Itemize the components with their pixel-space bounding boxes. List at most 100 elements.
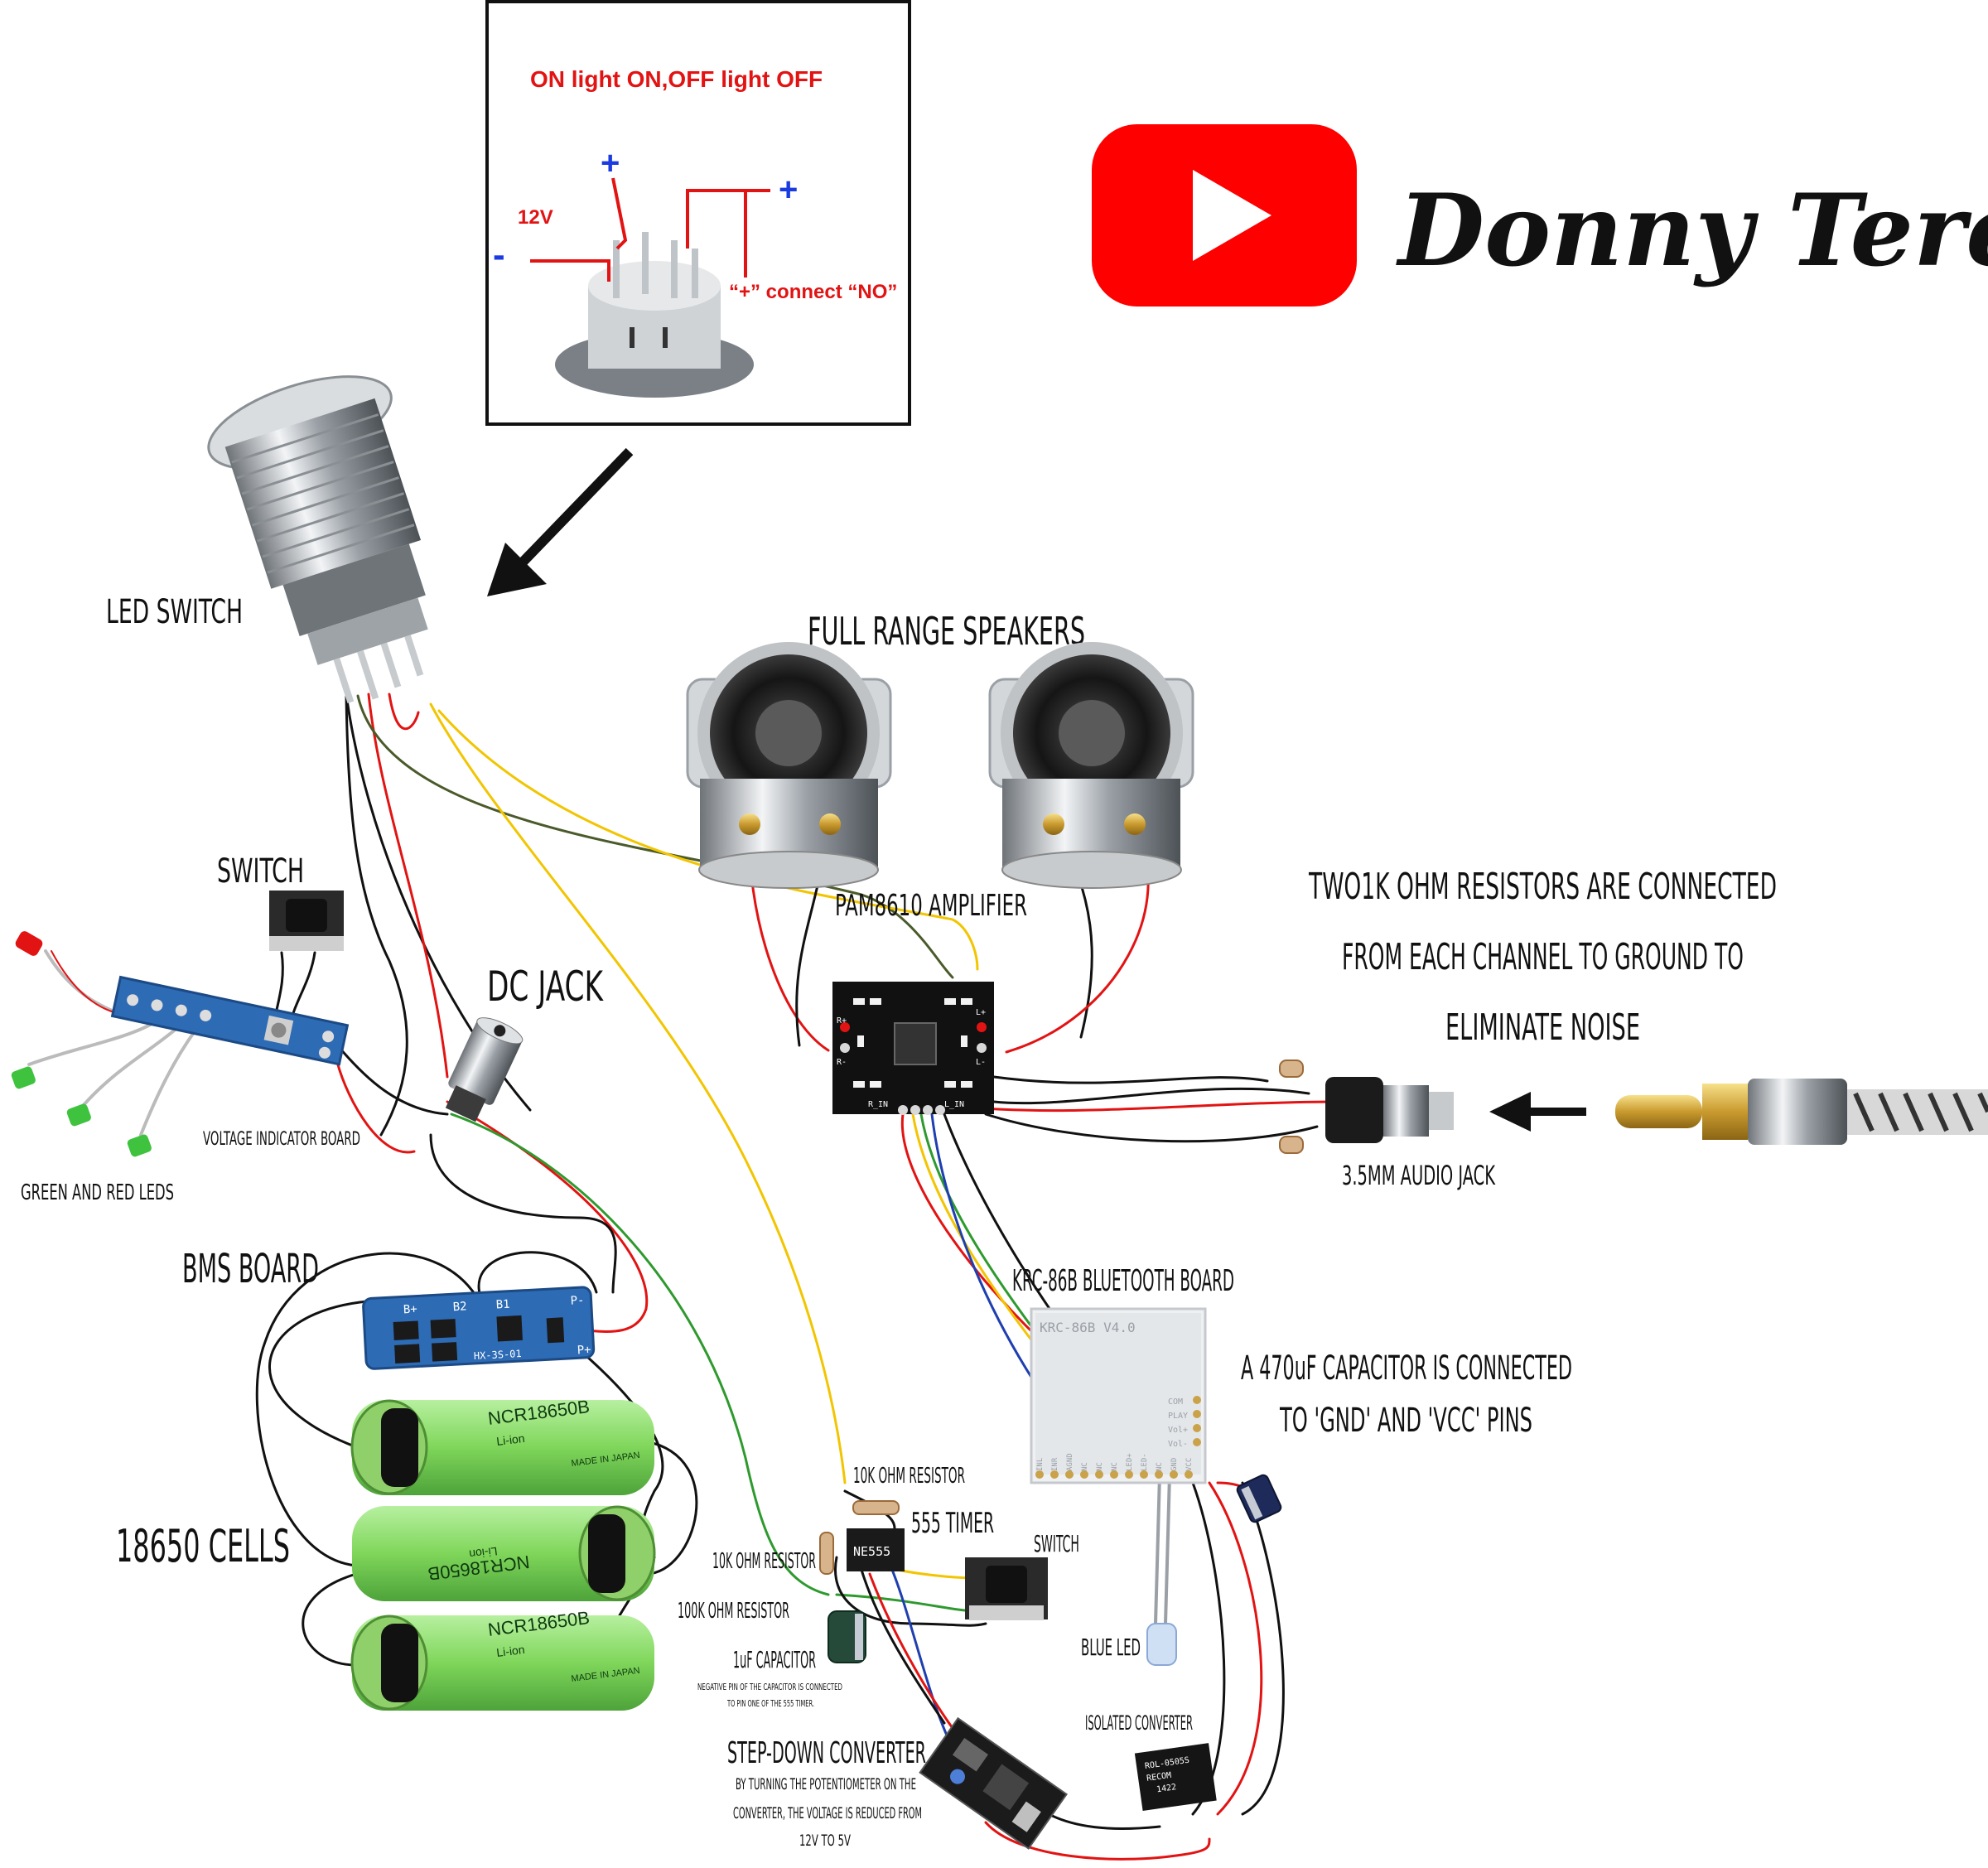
bt-pin-vol-up: Vol+ [1168, 1426, 1188, 1435]
blue-led-icon [1146, 1623, 1177, 1666]
label-r100k: 100K OHM RESISTOR [678, 1599, 789, 1624]
label-switch-bottom: SWITCH [1034, 1530, 1079, 1557]
wire-gray [139, 1030, 196, 1137]
iso-line-3: 1422 [1156, 1783, 1177, 1794]
label-isolated: ISOLATED CONVERTER [1085, 1711, 1193, 1735]
label-blue-led: BLUE LED [1081, 1634, 1141, 1661]
label-leds: GREEN AND RED LEDS [21, 1180, 174, 1205]
wire-gray [81, 1026, 180, 1108]
wire-black [992, 1087, 1310, 1105]
bt-pin-nc-2: NC [1096, 1462, 1104, 1471]
channel-name: Donny Terek [1396, 172, 1988, 289]
label-led-switch: LED SWITCH [106, 593, 243, 631]
resistor-note-line-1: TWO1K OHM RESISTORS ARE CONNECTED [1308, 866, 1777, 908]
bt-pin-gnd: GND [1170, 1458, 1179, 1471]
cell-2: NCR18650B Li-ion [352, 1505, 656, 1601]
wire-black [477, 1251, 598, 1298]
inset-plus-b: + [779, 171, 798, 208]
wire-gray [1164, 1473, 1171, 1625]
wire-red [367, 693, 449, 1079]
inset-title: ON light ON,OFF light OFF [530, 66, 823, 92]
cell-3-sub: Li-ion [495, 1643, 525, 1659]
bt-pin-nc-3: NC [1111, 1462, 1119, 1471]
wire-black [255, 1252, 478, 1567]
capacitor-note-line-2: TO 'GND' AND 'VCC' PINS [1279, 1402, 1532, 1440]
label-bluetooth: KRC-86B BLUETOOTH BOARD [1012, 1264, 1234, 1298]
cell-1-sub: Li-ion [495, 1431, 525, 1448]
label-timer: 555 TIMER [911, 1507, 994, 1540]
wire-black [834, 1556, 987, 1627]
green-led-icon [127, 1134, 152, 1157]
wire-black [302, 1572, 358, 1667]
label-stepdown: STEP-DOWN CONVERTER [727, 1736, 926, 1770]
bt-pin-inr: INR [1051, 1457, 1059, 1471]
bms-model: HX-3S-01 [474, 1348, 522, 1362]
label-amplifier: PAM8610 AMPLIFIER [835, 889, 1027, 923]
amp-pin-l-plus: L+ [976, 1008, 986, 1017]
iso-line-2: RECOM [1146, 1771, 1172, 1784]
pinout-inset: ON light ON,OFF light OFF + + 12V - “+” … [485, 0, 911, 426]
wire-black [644, 1440, 698, 1576]
capacitor-470uf [1236, 1474, 1282, 1523]
timer-chip-label: NE555 [853, 1544, 890, 1559]
bt-pin-com: COM [1168, 1397, 1183, 1407]
bt-board-model: KRC-86B V4.0 [1040, 1320, 1136, 1335]
bt-pin-agnd: AGND [1066, 1453, 1074, 1471]
wire-blue [889, 1564, 954, 1750]
wire-black [992, 1075, 1269, 1084]
bt-pin-led-minus: LED- [1141, 1453, 1149, 1471]
bt-pin-inl: INL [1036, 1458, 1045, 1471]
wire-black [860, 1568, 946, 1725]
label-cells: 18650 CELLS [116, 1520, 290, 1572]
bms-pad-b2: B2 [452, 1300, 467, 1314]
green-led-icon [11, 1066, 36, 1089]
label-bms: BMS BOARD [182, 1246, 319, 1292]
bt-pin-vcc: VCC [1185, 1458, 1194, 1471]
resistor-note-line-3: ELIMINATE NOISE [1445, 1006, 1640, 1049]
stepdown-note-line-2: CONVERTER, THE VOLTAGE IS REDUCED FROM [733, 1804, 922, 1822]
bt-pin-nc-4: NC [1156, 1462, 1164, 1471]
resistor-note: TWO1K OHM RESISTORS ARE CONNECTED FROM E… [1308, 866, 1777, 1049]
wire-black [268, 1299, 391, 1460]
led-switch [207, 375, 428, 704]
wire-red [335, 1060, 416, 1154]
wire-yellow [429, 702, 847, 1484]
bt-pin-vol-down: Vol- [1168, 1440, 1188, 1449]
wire-red [388, 693, 420, 731]
cell-3: NCR18650B Li-ion MADE IN JAPAN [350, 1607, 654, 1711]
audio-plug-cable [1615, 1079, 1988, 1145]
capacitor-note-line-1: A 470uF CAPACITOR IS CONNECTED [1241, 1349, 1572, 1388]
resistor-10k-left [819, 1532, 834, 1575]
cell-1: NCR18650B Li-ion MADE IN JAPAN [350, 1396, 654, 1495]
amp-pin-r-plus: R+ [837, 1016, 847, 1026]
label-voltage-board: VOLTAGE INDICATOR BOARD [203, 1129, 360, 1150]
bms-pad-b1: B1 [495, 1298, 510, 1312]
speaker-right [988, 642, 1194, 889]
wire-black [984, 1113, 1319, 1143]
wire-red [51, 950, 125, 1016]
cap1uf-note-line-1: NEGATIVE PIN OF THE CAPACITOR IS CONNECT… [697, 1682, 842, 1692]
dc-jack [445, 1017, 524, 1122]
step-down-converter [919, 1716, 1068, 1850]
pam8610-amplifier-board: R+ R- L+ L- R_IN L_IN [832, 982, 994, 1115]
amp-pin-l-minus: L- [976, 1058, 986, 1067]
bt-pin-led-plus: LED+ [1126, 1453, 1134, 1471]
wire-green [450, 1113, 830, 1596]
inset-minus: - [493, 234, 505, 275]
wire-red [984, 1821, 1211, 1861]
label-r10k-top: 10K OHM RESISTOR [853, 1464, 965, 1489]
voltage-indicator-board [110, 975, 350, 1066]
label-switch-top: SWITCH [217, 852, 304, 891]
label-r10k-left: 10K OHM RESISTOR [712, 1549, 816, 1574]
krc-86b-bluetooth-board: KRC-86B V4.0 COM PLAY Vol+ Vol- INL INR … [1030, 1307, 1207, 1484]
inset-note: “+” connect “NO” [729, 281, 897, 303]
wire-red [1208, 1481, 1263, 1816]
left-arrow-icon [1489, 1092, 1586, 1132]
amp-pin-l-in: L_IN [944, 1100, 964, 1109]
audio-jack-3-5mm [1279, 1059, 1454, 1154]
inset-voltage: 12V [518, 206, 553, 229]
bms-board: B+ B2 B1 P- P+ HX-3S-01 [362, 1286, 596, 1370]
label-audio-jack: 3.5MM AUDIO JACK [1342, 1160, 1496, 1191]
label-speakers: FULL RANGE SPEAKERS [808, 609, 1085, 654]
